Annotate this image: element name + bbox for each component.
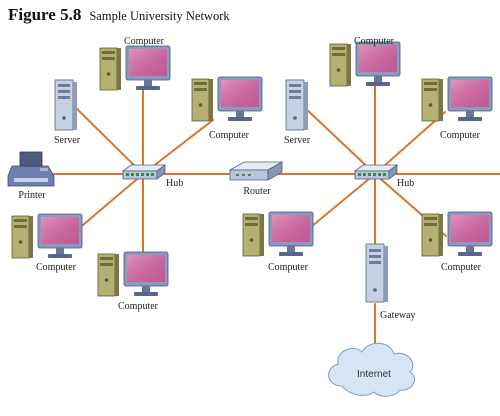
computer-right-bottom-right-label: Computer [441, 262, 482, 273]
computer-icon [99, 45, 171, 91]
computer-left-bottom-left-label: Computer [36, 262, 77, 273]
network-cables [49, 85, 500, 353]
computer-icon [421, 76, 493, 122]
computer-icon [242, 211, 314, 257]
computer-icon [329, 41, 401, 87]
hub-icon [354, 164, 398, 180]
computer-left-right: Computer [191, 76, 263, 141]
internet-cloud: Internet [328, 342, 415, 397]
hub-left-label: Hub [166, 178, 183, 189]
computer-left-bottom-label: Computer [118, 301, 159, 312]
gateway: Gateway [365, 243, 416, 321]
figure-title: Figure 5.8 Sample University Network [8, 5, 230, 25]
server-icon [285, 79, 309, 131]
router-icon [228, 161, 284, 181]
hub-right-label: Hub [397, 178, 414, 189]
server-icon [54, 79, 78, 131]
computer-right-top: Computer [329, 36, 401, 87]
printer-label: Printer [18, 190, 46, 201]
computer-right-bottom-left-label: Computer [268, 262, 309, 273]
gateway-label: Gateway [380, 310, 416, 321]
computer-left-right-label: Computer [209, 130, 250, 141]
hub-left: Hub [122, 164, 183, 189]
printer: Printer [7, 151, 55, 201]
cable-hub2-server [302, 105, 376, 175]
computer-left-bottom-left: Computer [11, 213, 83, 273]
computer-right-top-label: Computer [354, 36, 395, 47]
cloud-icon [328, 342, 415, 397]
server-right-label: Server [284, 135, 311, 146]
server-left: Server [54, 79, 81, 146]
computer-icon [421, 211, 493, 257]
server-right: Server [284, 79, 311, 146]
computer-right-right-label: Computer [440, 130, 481, 141]
server-left-label: Server [54, 135, 81, 146]
internet-label: Internet [357, 369, 391, 380]
computer-left-top: Computer [99, 36, 171, 91]
computer-right-bottom-right: Computer [421, 211, 493, 273]
hub-right: Hub [354, 164, 414, 189]
computer-left-bottom: Computer [97, 251, 169, 312]
gateway-icon [365, 243, 388, 303]
computer-right-right: Computer [421, 76, 493, 141]
hub-icon [122, 164, 166, 180]
computer-left-top-label: Computer [124, 36, 165, 47]
computer-right-bottom-left: Computer [242, 211, 314, 273]
computer-icon [97, 251, 169, 297]
computer-icon [191, 76, 263, 122]
figure-number: Figure 5.8 [8, 5, 82, 24]
figure-caption: Sample University Network [89, 9, 230, 23]
router-label: Router [243, 186, 271, 197]
computer-icon [11, 213, 83, 259]
router: Router [228, 161, 284, 197]
cable-hub2-computer-right [374, 111, 446, 175]
cable-hub1-server [73, 105, 144, 175]
